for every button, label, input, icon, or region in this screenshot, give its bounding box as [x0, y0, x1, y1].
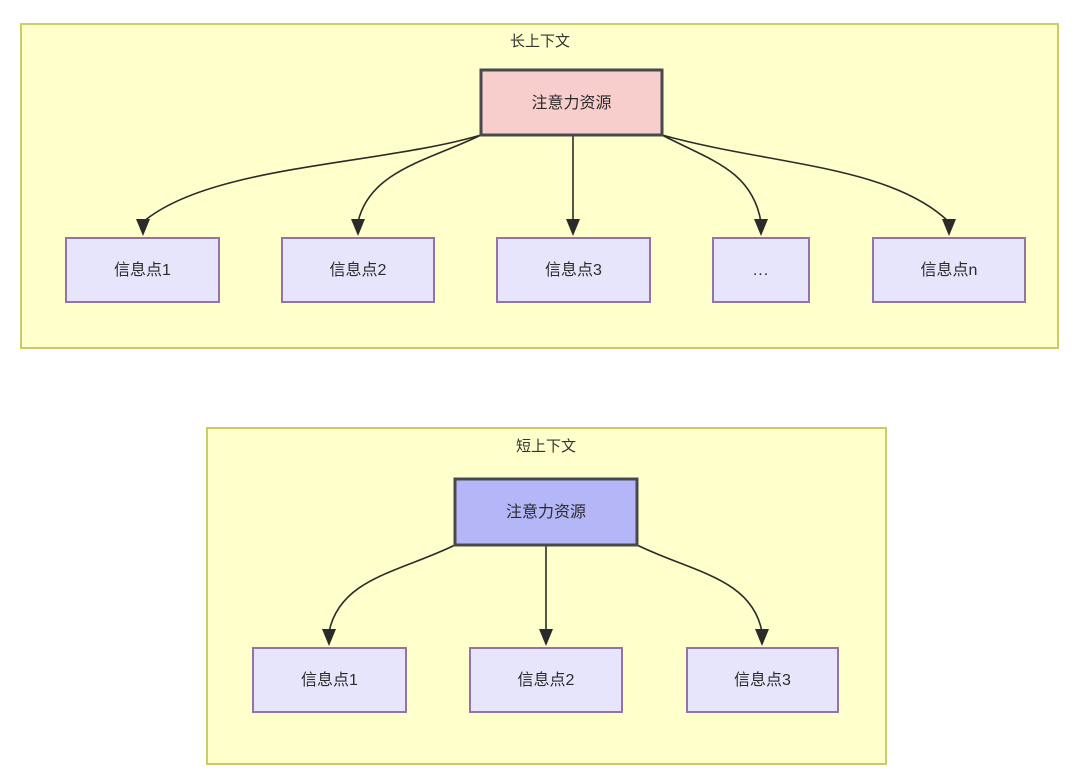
arrowhead-info3	[566, 219, 580, 236]
node-rect-info-point-1-short	[252, 647, 407, 713]
node-label-info-point-n-long: 信息点n	[921, 261, 978, 279]
node-label-info-point-2-long: 信息点2	[330, 261, 387, 279]
group-title-long-context: 长上下文	[510, 33, 570, 50]
group-short-context[interactable]: 短上下文 注意力资源 信息点1 信息点	[206, 427, 887, 765]
arrowhead-dots	[754, 219, 768, 236]
node-label-info-point-3-short: 信息点3	[734, 671, 791, 689]
edge-source-to-info1-short	[328, 544, 456, 633]
node-rect-info-point-2-short	[469, 647, 623, 713]
edge-source-to-dots	[661, 134, 762, 223]
node-rect-info-point-3-short	[686, 647, 839, 713]
node-info-point-1-long[interactable]: 信息点1	[65, 237, 220, 303]
node-label-info-point-1-short: 信息点1	[301, 671, 358, 689]
node-label-info-point-3-long: 信息点3	[545, 261, 602, 279]
arrowhead-infon	[942, 219, 956, 236]
node-label-info-point-2-short: 信息点2	[518, 671, 575, 689]
edges-short-context	[322, 544, 769, 646]
node-info-point-1-short[interactable]: 信息点1	[252, 647, 407, 713]
arrowhead-info1-short	[322, 629, 336, 646]
node-rect-attention-resource-long	[479, 68, 664, 137]
arrowhead-info3-short	[755, 629, 769, 646]
node-rect-attention-resource-short	[453, 477, 639, 547]
node-info-point-3-short[interactable]: 信息点3	[686, 647, 839, 713]
node-label-attention-resource-long: 注意力资源	[531, 93, 611, 112]
node-rect-info-point-3-long	[496, 237, 651, 303]
node-info-point-ellipsis-long[interactable]: ...	[712, 237, 810, 303]
edges-long-context	[136, 134, 956, 236]
node-attention-resource-short[interactable]: 注意力资源	[453, 477, 639, 547]
edge-source-to-info2	[357, 134, 482, 223]
node-attention-resource-long[interactable]: 注意力资源	[479, 68, 664, 137]
node-info-point-2-short[interactable]: 信息点2	[469, 647, 623, 713]
node-label-attention-resource-short: 注意力资源	[506, 502, 586, 521]
arrowhead-info2	[351, 219, 365, 236]
node-label-info-point-ellipsis-long: ...	[753, 262, 769, 279]
group-long-context[interactable]: 长上下文 注意力资源 信息	[20, 23, 1059, 349]
node-info-point-n-long[interactable]: 信息点n	[872, 237, 1026, 303]
node-rect-info-point-n-long	[872, 237, 1026, 303]
group-title-short-context: 短上下文	[516, 438, 576, 455]
node-rect-info-point-2-long	[281, 237, 435, 303]
node-info-point-3-long[interactable]: 信息点3	[496, 237, 651, 303]
node-rect-info-point-1-long	[65, 237, 220, 303]
edge-source-to-info3-short	[636, 544, 763, 633]
arrowhead-info1	[136, 219, 150, 236]
edge-source-to-info1	[142, 134, 482, 223]
node-label-info-point-1-long: 信息点1	[114, 261, 171, 279]
node-rect-info-point-ellipsis-long	[712, 237, 810, 303]
arrowhead-info2-short	[539, 629, 553, 646]
edge-source-to-infon	[661, 134, 950, 223]
node-info-point-2-long[interactable]: 信息点2	[281, 237, 435, 303]
